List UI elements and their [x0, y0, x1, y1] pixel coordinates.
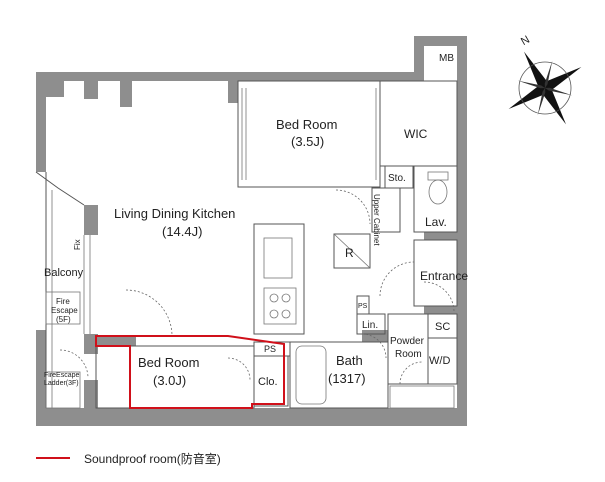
ldk-name: Living Dining Kitchen [114, 206, 235, 221]
bedroom1-size: (3.5J) [291, 134, 324, 149]
bedroom2-name: Bed Room [138, 355, 199, 370]
refrigerator-label: R [345, 246, 354, 260]
upper-cabinet-label: Upper Cabinet [372, 194, 381, 246]
door-swings [59, 189, 455, 385]
floor-plan: N MB Bed Room (3.5J) WIC Sto. Upper Cabi… [35, 34, 582, 426]
soundproof-outline [95, 335, 285, 409]
balcony-label: Balcony [44, 267, 84, 279]
walls [36, 36, 467, 426]
ps-small-label: PS [358, 303, 368, 310]
sto-label: Sto. [388, 173, 406, 184]
legend-label: Soundproof room(防音室) [84, 451, 221, 466]
fire-escape-line3: (5F) [56, 315, 71, 324]
lav-label: Lav. [425, 215, 447, 229]
lin-label: Lin. [362, 320, 378, 331]
powder-line1: Powder [390, 336, 425, 347]
entrance-label: Entrance [420, 269, 468, 283]
interior-lines [35, 80, 458, 409]
wd-label: W/D [429, 355, 450, 367]
ldk-size: (14.4J) [162, 224, 202, 239]
ps-label: PS [264, 344, 276, 354]
fire-ladder-line2: Ladder(3F) [44, 380, 79, 387]
bedroom2-size: (3.0J) [153, 373, 186, 388]
mb-label: MB [439, 53, 454, 64]
compass-rose [508, 51, 582, 125]
legend-red-line [36, 457, 70, 459]
bath-size: (1317) [328, 371, 366, 386]
legend: Soundproof room(防音室) [36, 448, 221, 468]
compass-north-label: N [519, 34, 532, 48]
fire-escape-line1: Fire [56, 297, 70, 306]
fire-escape-line2: Escape [51, 306, 78, 315]
fire-ladder-line1: FireEscape [44, 372, 80, 379]
clo-label: Clo. [258, 376, 278, 388]
wic-label: WIC [404, 127, 428, 141]
bath-name: Bath [336, 353, 363, 368]
sc-label: SC [435, 321, 450, 333]
fix-label: Fix [73, 239, 82, 250]
powder-line2: Room [395, 349, 422, 360]
bedroom1-name: Bed Room [276, 117, 337, 132]
